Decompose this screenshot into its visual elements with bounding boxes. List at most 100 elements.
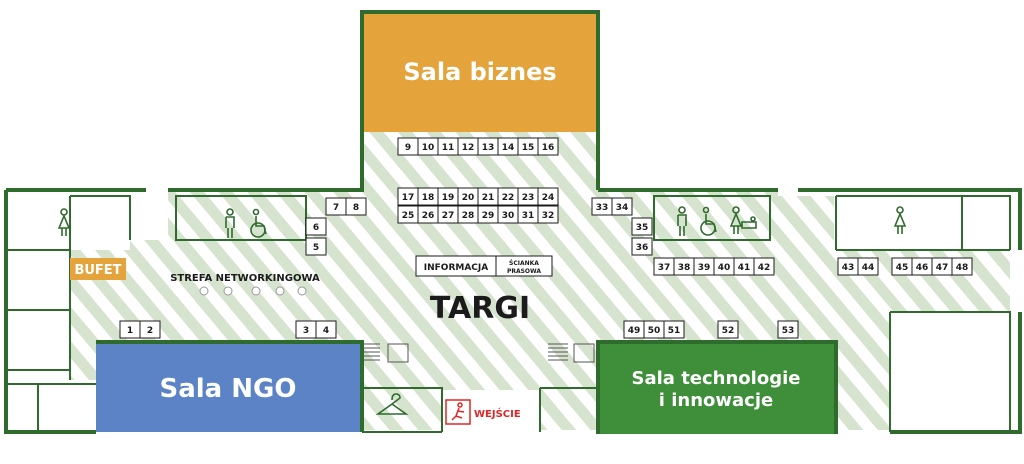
booth-number: 47 — [936, 263, 949, 273]
booth-number: 7 — [333, 203, 339, 213]
booth-20[interactable]: 20 — [457, 187, 479, 206]
booth-38[interactable]: 38 — [673, 257, 695, 276]
booth-25[interactable]: 25 — [397, 205, 419, 224]
booth-30[interactable]: 30 — [497, 205, 519, 224]
booth-number: 2 — [147, 326, 153, 336]
booth-number: 40 — [718, 263, 731, 273]
bufet-badge[interactable]: BUFET — [70, 258, 126, 280]
booth-35[interactable]: 35 — [631, 217, 653, 236]
booth-52[interactable]: 52 — [717, 320, 739, 339]
booth-number: 25 — [402, 211, 415, 221]
booth-45[interactable]: 45 — [891, 257, 913, 276]
booth-43[interactable]: 43 — [837, 257, 859, 276]
booth-53[interactable]: 53 — [777, 320, 799, 339]
booth-19[interactable]: 19 — [437, 187, 459, 206]
booth-number: 5 — [313, 243, 319, 253]
info-desk[interactable]: INFORMACJA — [415, 255, 497, 277]
press-wall[interactable]: ŚCIANKA PRASOWA — [495, 255, 553, 277]
booth-number: 1 — [127, 326, 133, 336]
booth-14[interactable]: 14 — [497, 137, 519, 156]
booth-28[interactable]: 28 — [457, 205, 479, 224]
booth-23[interactable]: 23 — [517, 187, 539, 206]
booth-6[interactable]: 6 — [305, 217, 327, 236]
booth-37[interactable]: 37 — [653, 257, 675, 276]
booth-29[interactable]: 29 — [477, 205, 499, 224]
booth-33[interactable]: 33 — [591, 197, 613, 216]
scianka-label-line2: PRASOWA — [507, 268, 541, 275]
booth-number: 4 — [323, 326, 329, 336]
emergency-exit-icon — [451, 402, 465, 421]
booth-4[interactable]: 4 — [315, 320, 337, 339]
booth-number: 8 — [353, 203, 359, 213]
bufet-label: BUFET — [74, 263, 121, 278]
booth-number: 10 — [422, 143, 435, 153]
booth-number: 19 — [442, 193, 455, 203]
booth-7[interactable]: 7 — [325, 197, 347, 216]
booth-42[interactable]: 42 — [753, 257, 775, 276]
booth-5[interactable]: 5 — [305, 237, 327, 256]
booth-15[interactable]: 15 — [517, 137, 539, 156]
booth-11[interactable]: 11 — [437, 137, 459, 156]
booth-36[interactable]: 36 — [631, 237, 653, 256]
booth-50[interactable]: 50 — [643, 320, 665, 339]
booth-32[interactable]: 32 — [537, 205, 559, 224]
booth-8[interactable]: 8 — [345, 197, 367, 216]
booth-49[interactable]: 49 — [623, 320, 645, 339]
entrance[interactable]: WEJŚCIE — [445, 399, 521, 425]
booth-22[interactable]: 22 — [497, 187, 519, 206]
booth-number: 44 — [862, 263, 875, 273]
booth-number: 3 — [303, 326, 309, 336]
booth-40[interactable]: 40 — [713, 257, 735, 276]
booth-number: 17 — [402, 193, 415, 203]
booth-24[interactable]: 24 — [537, 187, 559, 206]
booth-47[interactable]: 47 — [931, 257, 953, 276]
networking-zone: STREFA NETWORKINGOWA — [170, 273, 320, 296]
booth-number: 41 — [738, 263, 751, 273]
stairs — [364, 343, 595, 363]
booth-number: 26 — [422, 211, 435, 221]
sala-biznes-label: Sala biznes — [403, 58, 556, 86]
booth-10[interactable]: 10 — [417, 137, 439, 156]
booth-number: 37 — [658, 263, 671, 273]
booth-12[interactable]: 12 — [457, 137, 479, 156]
booth-27[interactable]: 27 — [437, 205, 459, 224]
booth-9[interactable]: 9 — [397, 137, 419, 156]
woman-wc-icon — [57, 208, 71, 236]
booth-51[interactable]: 51 — [663, 320, 685, 339]
booth-26[interactable]: 26 — [417, 205, 439, 224]
booth-number: 36 — [636, 243, 649, 253]
man-wc-icon — [225, 208, 235, 238]
booth-number: 38 — [678, 263, 691, 273]
booth-41[interactable]: 41 — [733, 257, 755, 276]
sala-ngo-room[interactable]: Sala NGO — [96, 340, 364, 432]
networking-tables — [199, 286, 307, 296]
strefa-label: STREFA NETWORKINGOWA — [170, 273, 320, 284]
sala-technologie-room[interactable]: Sala technologie i innowacje — [596, 340, 838, 434]
booth-39[interactable]: 39 — [693, 257, 715, 276]
booth-number: 18 — [422, 193, 435, 203]
sala-tech-label-line2: i innowacje — [659, 390, 773, 411]
booth-16[interactable]: 16 — [537, 137, 559, 156]
booth-13[interactable]: 13 — [477, 137, 499, 156]
booth-48[interactable]: 48 — [951, 257, 973, 276]
booth-1[interactable]: 1 — [119, 320, 141, 339]
booth-number: 32 — [542, 211, 555, 221]
booth-3[interactable]: 3 — [295, 320, 317, 339]
sala-biznes-room[interactable]: Sala biznes — [360, 10, 600, 132]
booth-31[interactable]: 31 — [517, 205, 539, 224]
booth-21[interactable]: 21 — [477, 187, 499, 206]
booth-number: 28 — [462, 211, 475, 221]
cloakroom-hanger-icon — [375, 393, 409, 415]
booth-number: 21 — [482, 193, 495, 203]
booth-2[interactable]: 2 — [139, 320, 161, 339]
booth-number: 46 — [916, 263, 929, 273]
booth-44[interactable]: 44 — [857, 257, 879, 276]
booth-number: 27 — [442, 211, 455, 221]
booth-34[interactable]: 34 — [611, 197, 633, 216]
wejscie-label: WEJŚCIE — [474, 407, 521, 420]
booth-46[interactable]: 46 — [911, 257, 933, 276]
booth-number: 14 — [502, 143, 515, 153]
booth-number: 48 — [956, 263, 969, 273]
booth-18[interactable]: 18 — [417, 187, 439, 206]
booth-17[interactable]: 17 — [397, 187, 419, 206]
